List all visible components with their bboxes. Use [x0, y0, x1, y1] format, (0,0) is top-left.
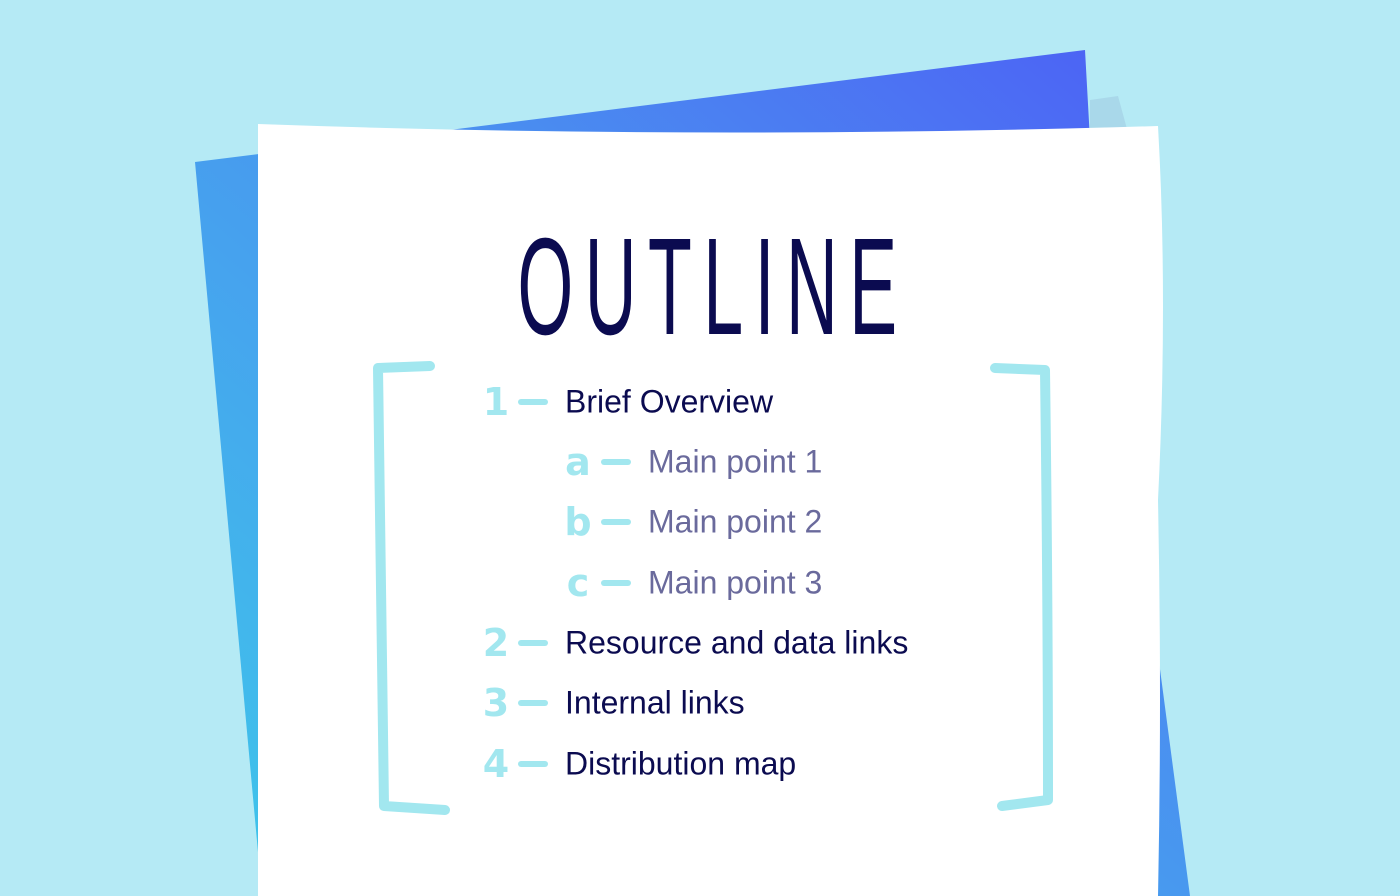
list-item-label: Brief Overview — [565, 383, 774, 420]
dash-icon — [601, 580, 631, 586]
list-marker: 1 — [482, 380, 510, 424]
dash-icon — [601, 459, 631, 465]
left-bracket — [373, 361, 450, 815]
list-item-label: Main point 3 — [648, 564, 823, 601]
front-paper — [258, 124, 1163, 896]
list-item-label: Internal links — [565, 684, 745, 721]
page-title: OUTLINE — [517, 210, 909, 364]
dash-icon — [518, 761, 548, 767]
list-marker: 2 — [482, 621, 510, 665]
dash-icon — [518, 700, 548, 706]
list-marker: 4 — [482, 742, 510, 786]
list-marker: c — [566, 561, 590, 605]
list-marker: b — [564, 500, 592, 544]
list-item-label: Resource and data links — [565, 624, 909, 661]
list-item-label: Main point 2 — [648, 503, 823, 540]
dash-icon — [601, 519, 631, 525]
dash-icon — [518, 640, 548, 646]
list-marker: 3 — [482, 681, 510, 725]
right-bracket — [990, 363, 1053, 811]
list-item-label: Distribution map — [565, 745, 797, 782]
dash-icon — [518, 399, 548, 405]
list-marker: a — [565, 440, 591, 484]
list-item-label: Main point 1 — [648, 443, 823, 480]
